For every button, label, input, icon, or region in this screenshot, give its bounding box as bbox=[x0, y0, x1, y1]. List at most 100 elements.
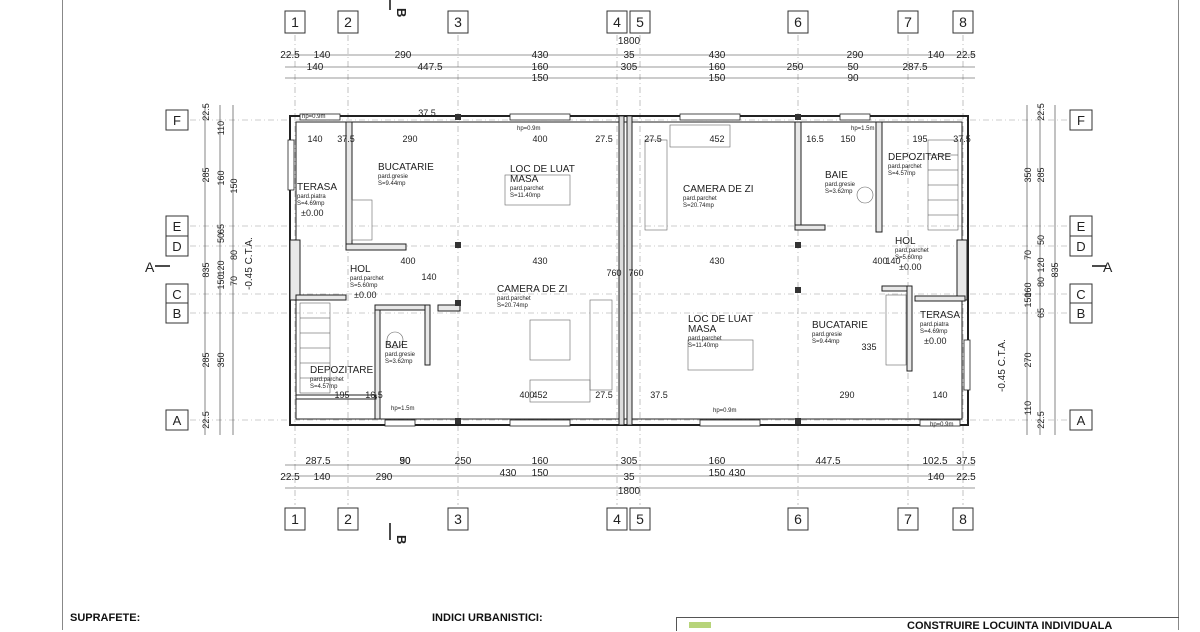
dimension-value-vertical: 160 bbox=[1023, 282, 1033, 297]
window-sill-height: hp=0.9m bbox=[517, 126, 541, 132]
dimension-value-vertical: 150 bbox=[216, 274, 226, 289]
dimension-value-vertical: 835 bbox=[201, 262, 211, 277]
room-area: S=11.40mp bbox=[688, 343, 719, 349]
grid-col-label: 4 bbox=[613, 511, 621, 527]
inner-dimension: 452 bbox=[709, 134, 724, 144]
dimension-value-vertical: 65 bbox=[216, 224, 226, 234]
grid-row-label: B bbox=[173, 306, 182, 321]
room-floor: pard.parchet bbox=[688, 336, 722, 342]
room-area: S=4.57mp bbox=[310, 384, 338, 390]
sheet-frame-right bbox=[1178, 0, 1179, 630]
dimension-value-vertical: 22.5 bbox=[1036, 411, 1046, 429]
room-name: TERASA bbox=[297, 182, 337, 193]
room-level: ±0.00 bbox=[354, 290, 376, 300]
room-area: S=20.74mp bbox=[497, 303, 529, 309]
dimension-value: 447.5 bbox=[815, 456, 840, 467]
grid-col-bubble bbox=[337, 507, 359, 531]
grid-row-bubble bbox=[1069, 409, 1093, 431]
grid-col-label: 6 bbox=[794, 14, 802, 30]
inner-dimension: 400 bbox=[519, 390, 534, 400]
total-width-bottom: 1800 bbox=[618, 486, 641, 497]
inner-dimension: 452 bbox=[532, 390, 547, 400]
room-name: MASA bbox=[688, 324, 717, 335]
dimension-value: 22.5 bbox=[956, 50, 976, 61]
dimension-value: 250 bbox=[455, 456, 472, 467]
grid-col-bubble bbox=[897, 10, 919, 34]
dimension-value-vertical: 50 bbox=[1036, 235, 1046, 245]
dimension-value: 160 bbox=[532, 456, 549, 467]
grid-row-bubble bbox=[165, 109, 189, 131]
dimension-value-vertical: 150 bbox=[1023, 292, 1033, 307]
grid-col-label: 4 bbox=[613, 14, 621, 30]
grid-row-bubble bbox=[1069, 302, 1093, 324]
dimension-value: 160 bbox=[709, 456, 726, 467]
room-floor: pard.gresie bbox=[825, 182, 856, 188]
dimension-value: 37.5 bbox=[956, 456, 976, 467]
grid-row-label: D bbox=[1076, 239, 1085, 254]
grid-row-bubble bbox=[165, 235, 189, 257]
window-sill-height: hp=0.9m bbox=[930, 422, 954, 428]
room-floor: pard.parchet bbox=[350, 276, 384, 282]
inner-dimension: 760 bbox=[628, 268, 643, 278]
inner-dimension: 16.5 bbox=[365, 390, 383, 400]
columns bbox=[455, 114, 801, 424]
room-floor: pard.piatra bbox=[920, 322, 949, 328]
room-name: CAMERA DE ZI bbox=[683, 184, 754, 195]
suprafete-heading: SUPRAFETE: bbox=[70, 612, 141, 624]
inner-dimension: 27.5 bbox=[644, 134, 662, 144]
room-level: ±0.00 bbox=[301, 208, 323, 218]
room-name: TERASA bbox=[920, 310, 960, 321]
inner-dimension: 140 bbox=[307, 134, 322, 144]
room-level: ±0.00 bbox=[899, 262, 921, 272]
grid-col-bubble bbox=[447, 507, 469, 531]
dimension-value: 290 bbox=[395, 50, 412, 61]
room-area: S=9.44mp bbox=[812, 339, 840, 345]
dimension-value: 90 bbox=[847, 73, 859, 84]
grid-row-bubble bbox=[165, 302, 189, 324]
inner-dimension: 400 bbox=[872, 256, 887, 266]
grid-col-bubble bbox=[447, 10, 469, 34]
room-floor: pard.gresie bbox=[385, 352, 416, 358]
room-area: S=9.44mp bbox=[378, 181, 406, 187]
section-mark-b-top: B bbox=[394, 8, 409, 17]
room-area: S=20.74mp bbox=[683, 203, 715, 209]
room-name: DEPOZITARE bbox=[888, 152, 951, 163]
section-mark-a-left: A bbox=[145, 259, 155, 275]
grid-col-label: 5 bbox=[636, 14, 644, 30]
room-floor: pard.piatra bbox=[297, 194, 326, 200]
dimension-value: 150 bbox=[532, 468, 549, 479]
grid-row-bubble bbox=[1069, 109, 1093, 131]
grid-row-label: A bbox=[173, 413, 182, 428]
grid-col-label: 8 bbox=[959, 511, 967, 527]
dimension-value: 22.5 bbox=[280, 50, 300, 61]
dimension-value: 150 bbox=[709, 73, 726, 84]
dimension-value-vertical: 70 bbox=[1023, 250, 1033, 260]
inner-dimension: 195 bbox=[334, 390, 349, 400]
dimension-value-vertical: 120 bbox=[216, 260, 226, 275]
dimension-value-vertical: 285 bbox=[1036, 167, 1046, 182]
grid-col-bubble bbox=[606, 10, 628, 34]
grid-col-bubble bbox=[629, 10, 651, 34]
inner-dimension: 290 bbox=[402, 134, 417, 144]
inner-dimension: 430 bbox=[709, 256, 724, 266]
inner-dimension: 400 bbox=[400, 256, 415, 266]
window-sill-height: hp=1.5m bbox=[391, 406, 415, 412]
dimension-value-vertical: 110 bbox=[1023, 401, 1033, 415]
room-name: HOL bbox=[350, 264, 371, 275]
dimension-value: 22.5 bbox=[280, 472, 300, 483]
sheet-frame-left bbox=[62, 0, 63, 630]
room-area: S=4.69mp bbox=[297, 201, 325, 207]
inner-dimension: 37.5 bbox=[418, 108, 436, 118]
grid-col-bubble bbox=[284, 507, 306, 531]
grid-row-label: E bbox=[1077, 219, 1086, 234]
dimension-value-vertical: 285 bbox=[201, 167, 211, 182]
dimension-value-vertical: 22.5 bbox=[1036, 103, 1046, 121]
grid-col-label: 7 bbox=[904, 14, 912, 30]
room-area: S=3.62mp bbox=[825, 189, 853, 195]
dimension-value: 50 bbox=[399, 456, 411, 467]
room-name: CAMERA DE ZI bbox=[497, 284, 568, 295]
grid-row-label: E bbox=[173, 219, 182, 234]
windows bbox=[287, 113, 971, 427]
dimension-value-vertical: 50 bbox=[216, 233, 226, 243]
total-width-top: 1800 bbox=[618, 36, 641, 47]
